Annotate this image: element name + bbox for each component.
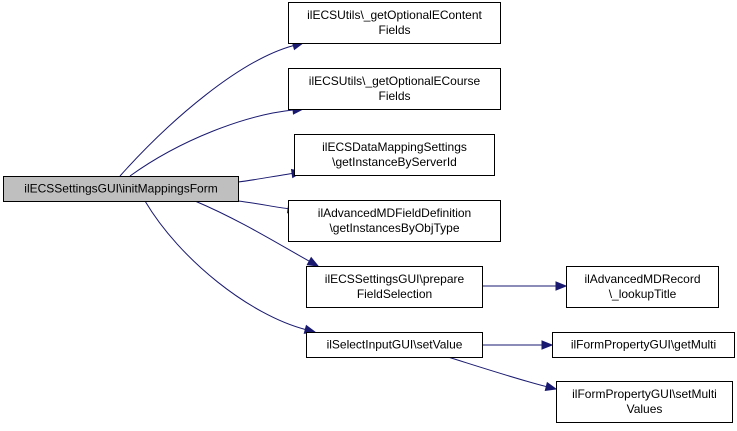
node-label-md_record-line-1: \_lookupTitle [609, 287, 677, 301]
node-box-optional_ecourse[interactable] [288, 68, 501, 110]
edge-root-to-select_input [144, 200, 306, 330]
node-label-optional_ecourse-line-1: Fields [378, 89, 410, 103]
arrowhead-prepare_field-to-md_record [555, 281, 568, 291]
node-label-root-line-0: ilECSSettingsGUI\initMappingsForm [24, 182, 217, 196]
arrowhead-select_input-to-set_multi [544, 381, 558, 392]
node-label-optional_econtent-line-1: Fields [378, 23, 410, 37]
node-md_field_def[interactable]: ilAdvancedMDFieldDefinition\getInstances… [288, 200, 501, 242]
nodes-layer: ilECSSettingsGUI\initMappingsForm ilECSUt… [3, 2, 735, 423]
edge-root-to-data_mapping [237, 172, 293, 183]
node-box-md_field_def[interactable] [288, 200, 501, 242]
node-label-md_field_def-line-0: ilAdvancedMDFieldDefinition [318, 206, 471, 220]
node-box-set_multi[interactable] [556, 381, 733, 423]
edge-select_input-to-set_multi [447, 356, 547, 388]
edge-root-to-md_field_def [237, 200, 289, 210]
node-box-md_record[interactable] [566, 266, 719, 308]
node-select_input[interactable]: ilSelectInputGUI\setValue [306, 332, 483, 358]
node-label-md_record-line-0: ilAdvancedMDRecord [584, 272, 700, 286]
node-label-data_mapping-line-1: \getInstanceByServerId [332, 155, 457, 169]
node-label-optional_econtent-line-0: ilECSUtils\_getOptionalEContent [307, 8, 482, 22]
node-label-get_multi-line-0: ilFormPropertyGUI\getMulti [571, 338, 716, 352]
arrowhead-select_input-to-get_multi [541, 340, 554, 350]
node-md_record[interactable]: ilAdvancedMDRecord\_lookupTitle [566, 266, 719, 308]
edge-root-to-optional_ecourse [129, 109, 294, 177]
node-data_mapping[interactable]: ilECSDataMappingSettings\getInstanceBySe… [294, 134, 495, 176]
node-box-get_multi[interactable] [552, 332, 735, 358]
node-get_multi[interactable]: ilFormPropertyGUI\getMulti [552, 332, 735, 358]
node-box-select_input[interactable] [306, 332, 483, 358]
node-label-prepare_field-line-1: FieldSelection [357, 287, 432, 301]
node-label-select_input-line-0: ilSelectInputGUI\setValue [327, 338, 463, 352]
edge-root-to-prepare_field [194, 200, 310, 262]
node-label-set_multi-line-1: Values [627, 402, 663, 416]
node-box-data_mapping[interactable] [294, 134, 495, 176]
edge-root-to-optional_econtent [119, 45, 294, 177]
node-box-optional_econtent[interactable] [288, 2, 501, 44]
node-box-root[interactable] [3, 176, 239, 202]
node-label-data_mapping-line-0: ilECSDataMappingSettings [322, 140, 467, 154]
node-box-prepare_field[interactable] [306, 266, 483, 308]
arrowhead-root-to-prepare_field [306, 256, 320, 267]
node-label-prepare_field-line-0: ilECSSettingsGUI\prepare [325, 272, 465, 286]
node-label-optional_ecourse-line-0: ilECSUtils\_getOptionalECourse [309, 74, 481, 88]
node-label-set_multi-line-0: ilFormPropertyGUI\setMulti [572, 387, 717, 401]
node-label-md_field_def-line-1: \getInstancesByObjType [329, 221, 459, 235]
node-root[interactable]: ilECSSettingsGUI\initMappingsForm [3, 176, 239, 202]
